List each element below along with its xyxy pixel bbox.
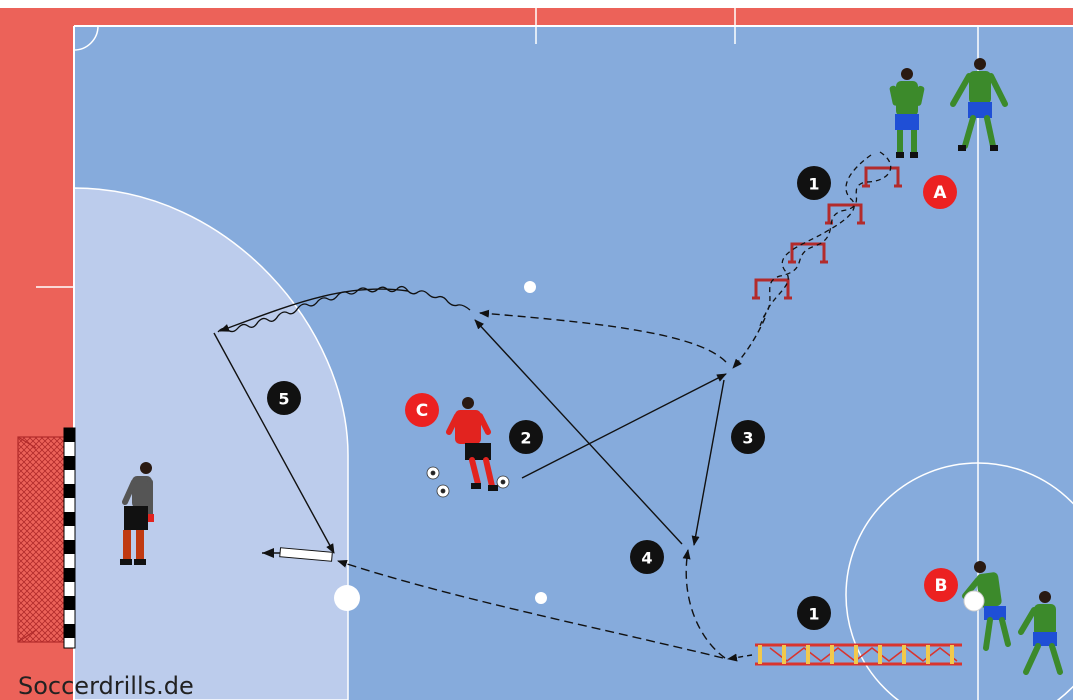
- penalty-spot: [334, 585, 360, 611]
- watermark: Soccerdrills.de: [18, 672, 194, 700]
- station-marker-b: B: [924, 568, 958, 602]
- step-marker-1-bottom: 1: [797, 596, 831, 630]
- station-marker-c: C: [405, 393, 439, 427]
- mark-spot-top: [524, 281, 536, 293]
- station-label-a: A: [933, 183, 947, 203]
- step-label-4: 4: [641, 549, 652, 568]
- step-marker-1-top: 1: [797, 166, 831, 200]
- step-label-3: 3: [742, 429, 753, 448]
- step-label-5: 5: [278, 390, 289, 409]
- station-marker-a: A: [923, 175, 957, 209]
- step-marker-5: 5: [267, 381, 301, 415]
- step-label-1-bottom: 1: [808, 605, 819, 624]
- mark-spot-bottom: [535, 592, 547, 604]
- station-label-b: B: [935, 576, 948, 596]
- step-label-2: 2: [520, 429, 531, 448]
- step-marker-4: 4: [630, 540, 664, 574]
- goal: [18, 428, 75, 648]
- goal-post: [64, 428, 75, 648]
- station-label-c: C: [416, 401, 428, 421]
- step-marker-3: 3: [731, 420, 765, 454]
- step-marker-2: 2: [509, 420, 543, 454]
- step-label-1-top: 1: [808, 175, 819, 194]
